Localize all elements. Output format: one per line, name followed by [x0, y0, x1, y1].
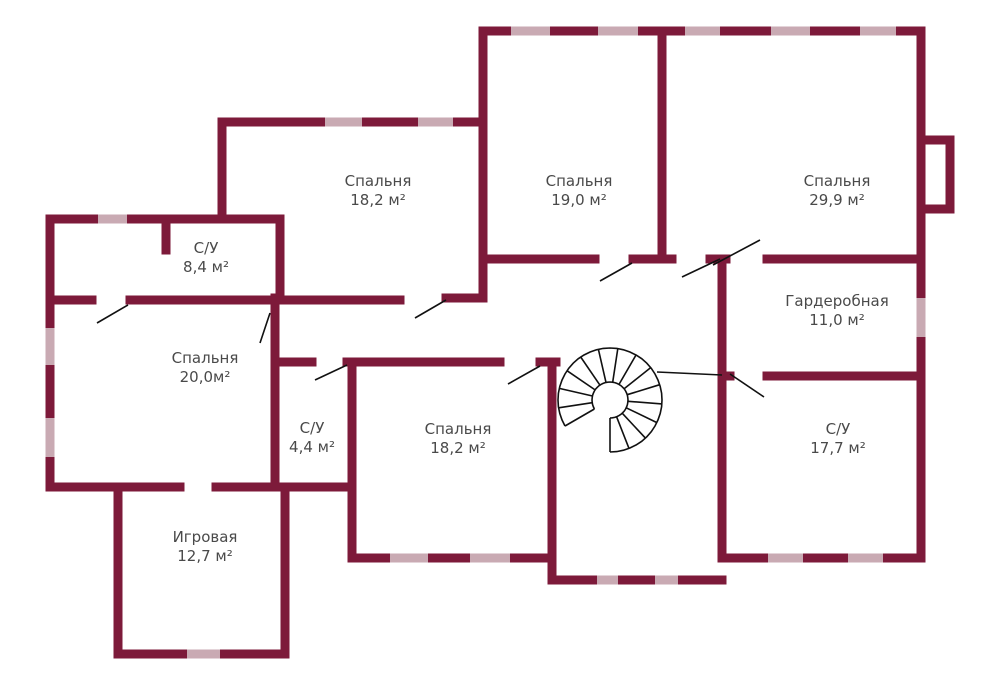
room-area: 12,7 м²: [177, 547, 233, 565]
door-swing-icon: [259, 312, 271, 344]
stair-tread: [564, 408, 595, 427]
door-swing-icon: [712, 239, 761, 266]
stair-tread: [597, 349, 607, 383]
wall-segment: [916, 135, 955, 214]
stair-tread: [625, 407, 658, 424]
stair-tread: [566, 370, 596, 391]
room-area: 18,2 м²: [350, 191, 406, 209]
door-swing-icon: [729, 373, 765, 398]
room-area: 29,9 м²: [809, 191, 865, 209]
room-name: Спальня: [344, 172, 412, 190]
door-swing-icon: [681, 258, 721, 278]
room-area: 17,7 м²: [810, 439, 866, 457]
spiral-staircase-icon: [557, 347, 723, 453]
stair-tread: [559, 387, 593, 397]
stair-tread: [618, 354, 637, 385]
stair-tread: [623, 366, 652, 390]
room-area: 8,4 м²: [183, 258, 229, 276]
room-label-bathroom-4: С/У 4,4 м²: [289, 419, 335, 457]
stair-tread: [627, 400, 662, 405]
room-label-bedroom-top: Спальня 18,2 м²: [345, 172, 412, 210]
room-name: Игровая: [172, 528, 238, 546]
windows: [45, 26, 926, 659]
room-name: Спальня: [424, 420, 492, 438]
stair-tread: [558, 401, 593, 409]
wall-segment: [113, 482, 290, 659]
door-swing-icon: [507, 365, 541, 385]
room-name: С/У: [825, 420, 851, 438]
stair-inner-edge: [591, 381, 629, 419]
room-name: Спальня: [803, 172, 871, 190]
room-name: С/У: [193, 239, 219, 257]
room-label-wardrobe: Гардеробная 11,0 м²: [785, 292, 888, 330]
door-swing-icon: [314, 364, 348, 381]
room-area: 20,0м²: [179, 368, 231, 386]
wall-segment: [478, 26, 926, 264]
room-label-bedroom-center: Спальня 18,2 м²: [425, 420, 492, 458]
room-label-playroom: Игровая 12,7 м²: [173, 528, 238, 566]
room-name: Гардеробная: [785, 292, 889, 310]
doors: [96, 239, 765, 398]
room-area: 11,0 м²: [809, 311, 865, 329]
room-area: 19,0 м²: [551, 191, 607, 209]
door-swing-icon: [414, 299, 447, 319]
room-name: С/У: [299, 419, 325, 437]
room-label-bedroom-29: Спальня 29,9 м²: [804, 172, 871, 210]
room-area: 18,2 м²: [430, 439, 486, 457]
wall-segment: [547, 357, 727, 585]
room-label-bedroom-19: Спальня 19,0 м²: [546, 172, 613, 210]
stair-tread: [615, 416, 630, 449]
stair-handrail: [656, 371, 723, 376]
stair-tread: [621, 412, 646, 439]
room-label-bathroom-17: С/У 17,7 м²: [810, 420, 866, 458]
stair-tread: [580, 356, 601, 386]
stair-tread: [611, 348, 619, 383]
stair-tread: [626, 383, 660, 396]
door-swing-icon: [96, 304, 129, 324]
room-label-bedroom-20: Спальня 20,0м²: [172, 349, 239, 387]
room-label-bathroom-8: С/У 8,4 м²: [183, 239, 229, 277]
room-area: 4,4 м²: [289, 438, 335, 456]
door-swing-icon: [599, 262, 633, 282]
wall-segment: [347, 357, 550, 563]
room-name: Спальня: [545, 172, 613, 190]
room-name: Спальня: [171, 349, 239, 367]
